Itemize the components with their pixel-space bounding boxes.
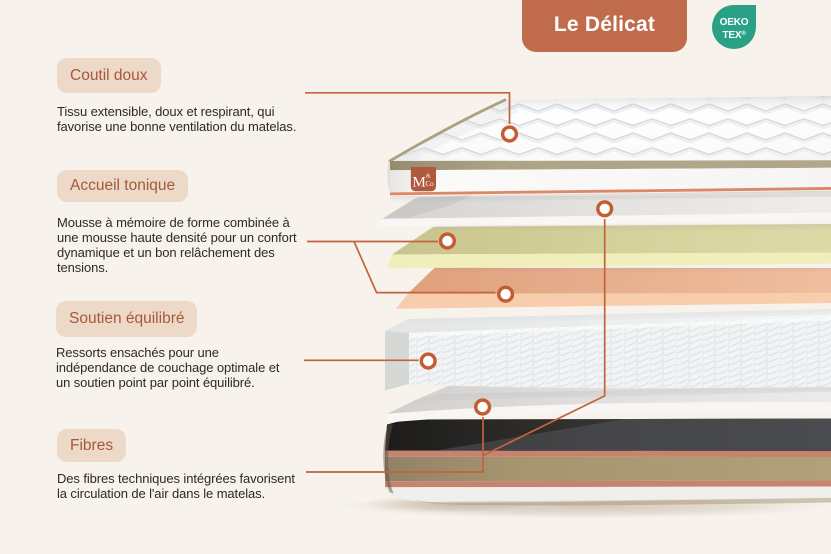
svg-text:M: M: [413, 175, 426, 191]
svg-text:Co: Co: [426, 180, 435, 188]
svg-text:&: &: [426, 174, 431, 180]
